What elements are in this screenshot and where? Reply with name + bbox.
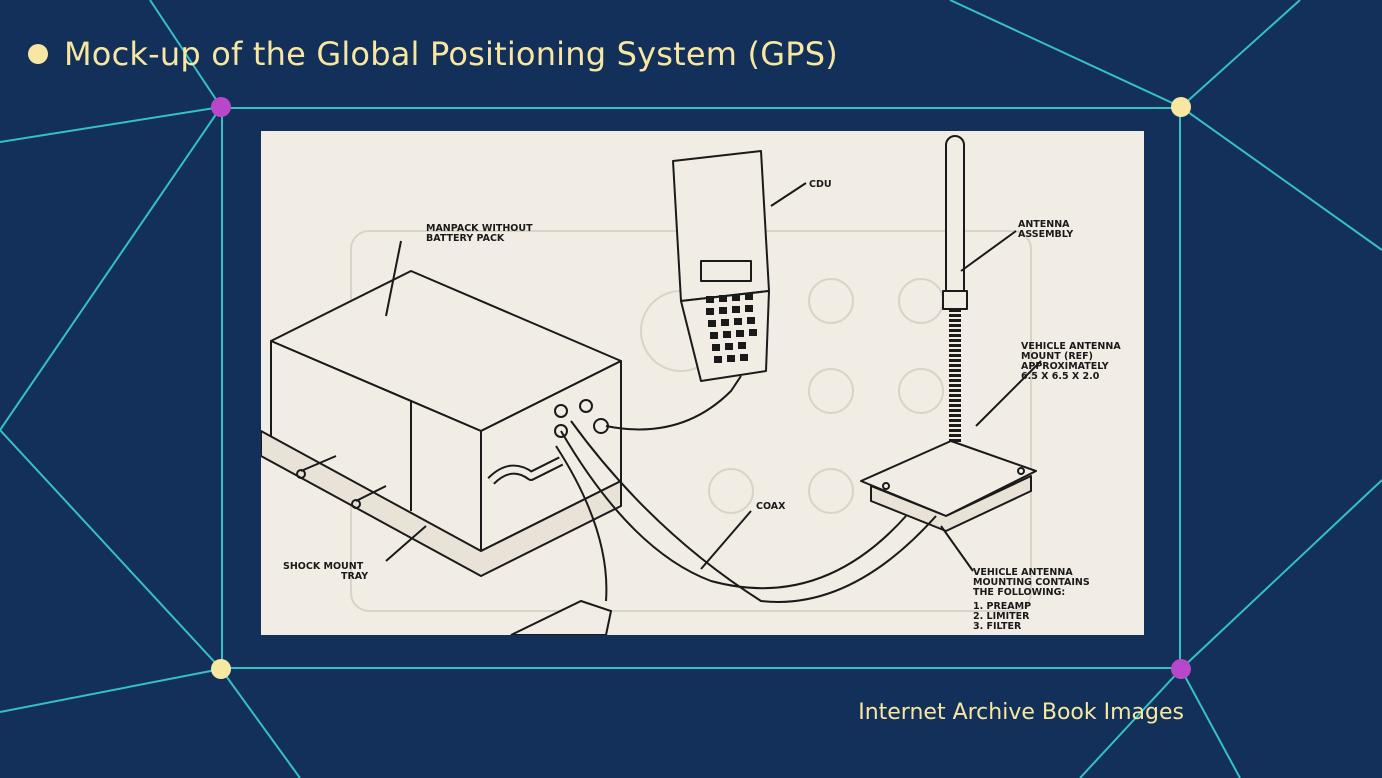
slide-title: Mock-up of the Global Positioning System… <box>64 35 838 73</box>
bullet-icon <box>28 44 48 64</box>
frame-node-bottom-right <box>1171 659 1191 679</box>
svg-text:MANPACK WITHOUT: MANPACK WITHOUT <box>426 223 533 234</box>
label-cdu: CDU <box>809 179 832 190</box>
label-manpack-2: BATTERY PACK <box>426 233 505 244</box>
svg-text:VEHICLE ANTENNA: VEHICLE ANTENNA <box>1021 341 1121 352</box>
svg-text:2. LIMITER: 2. LIMITER <box>973 611 1030 622</box>
svg-text:THE FOLLOWING:: THE FOLLOWING: <box>973 587 1065 598</box>
svg-text:TRAY: TRAY <box>341 571 368 582</box>
frame-node-bottom-left <box>211 659 231 679</box>
svg-text:3. FILTER: 3. FILTER <box>973 621 1022 632</box>
label-antenna-2: ASSEMBLY <box>1018 229 1073 240</box>
label-vmounting-3: THE FOLLOWING: <box>973 587 1065 598</box>
svg-text:VEHICLE ANTENNA: VEHICLE ANTENNA <box>973 567 1073 578</box>
svg-text:ANTENNA: ANTENNA <box>1018 219 1070 230</box>
frame-node-top-left <box>211 97 231 117</box>
label-shock-2: TRAY <box>341 571 368 582</box>
figure-frame <box>221 107 1181 669</box>
svg-text:APPROXIMATELY: APPROXIMATELY <box>1021 361 1109 372</box>
svg-text:MOUNT (REF): MOUNT (REF) <box>1021 351 1093 362</box>
label-coax: COAX <box>756 501 786 512</box>
label-vmounting-2: MOUNTING CONTAINS <box>973 577 1090 588</box>
label-vmount-4: 6.5 X 6.5 X 2.0 <box>1021 371 1100 382</box>
label-vmounting-4: 1. PREAMP <box>973 601 1031 612</box>
label-vmounting-6: 3. FILTER <box>973 621 1022 632</box>
label-vmount-1: VEHICLE ANTENNA <box>1021 341 1121 352</box>
label-vmount-2: MOUNT (REF) <box>1021 351 1093 362</box>
image-credit: Internet Archive Book Images <box>858 700 1184 725</box>
svg-text:1. PREAMP: 1. PREAMP <box>973 601 1031 612</box>
slide-title-row: Mock-up of the Global Positioning System… <box>28 30 838 78</box>
label-manpack-1: MANPACK WITHOUT <box>426 223 533 234</box>
label-vmounting-5: 2. LIMITER <box>973 611 1030 622</box>
svg-text:6.5 X 6.5 X 2.0: 6.5 X 6.5 X 2.0 <box>1021 371 1100 382</box>
label-shock-1: SHOCK MOUNT <box>283 561 364 572</box>
svg-text:MOUNTING CONTAINS: MOUNTING CONTAINS <box>973 577 1090 588</box>
label-vmount-3: APPROXIMATELY <box>1021 361 1109 372</box>
label-antenna-1: ANTENNA <box>1018 219 1070 230</box>
svg-text:ASSEMBLY: ASSEMBLY <box>1018 229 1073 240</box>
label-vmounting-1: VEHICLE ANTENNA <box>973 567 1073 578</box>
gps-mockup-illustration: MANPACK WITHOUT BATTERY PACK CDU ANTENNA… <box>261 131 1144 635</box>
svg-text:SHOCK MOUNT: SHOCK MOUNT <box>283 561 364 572</box>
frame-node-top-right <box>1171 97 1191 117</box>
svg-text:BATTERY PACK: BATTERY PACK <box>426 233 505 244</box>
